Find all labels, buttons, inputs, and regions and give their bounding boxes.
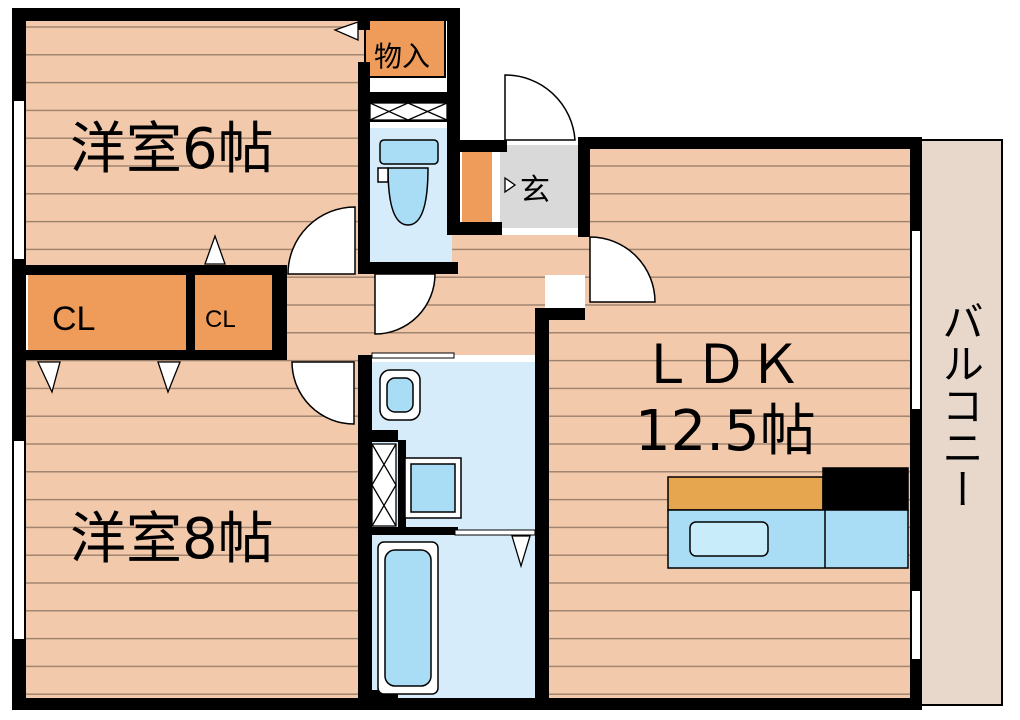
room-label-western-6: 洋室6帖 (70, 117, 274, 182)
balcony (919, 139, 1003, 706)
windows (12, 99, 922, 661)
label-closet-large: CL (52, 300, 95, 338)
closet-small (195, 275, 272, 350)
label-entrance: 玄 (520, 173, 550, 208)
room-label-western-8: 洋室8帖 (70, 507, 274, 572)
toilet-icon (377, 139, 439, 226)
label-closet-small: CL (205, 306, 236, 333)
doors (287, 74, 656, 425)
closet-large (28, 275, 186, 350)
rail-markers (371, 352, 536, 536)
kitchen-counter (667, 467, 909, 569)
room-label-ldk: ＬＤＫ (640, 333, 802, 396)
washing-machine-icon (404, 457, 462, 519)
storage-closet (364, 14, 446, 78)
entrance-shoe-closet (462, 148, 492, 223)
folding-doors (36, 21, 531, 569)
room-western-6 (20, 15, 365, 265)
label-storage: 物入 (374, 40, 430, 73)
label-balcony: バルコニー (936, 300, 985, 510)
bathtub-icon (377, 541, 439, 695)
washbasin-icon (379, 369, 421, 421)
room-size-ldk: 12.5帖 (635, 399, 816, 464)
room-western-8 (20, 355, 365, 707)
